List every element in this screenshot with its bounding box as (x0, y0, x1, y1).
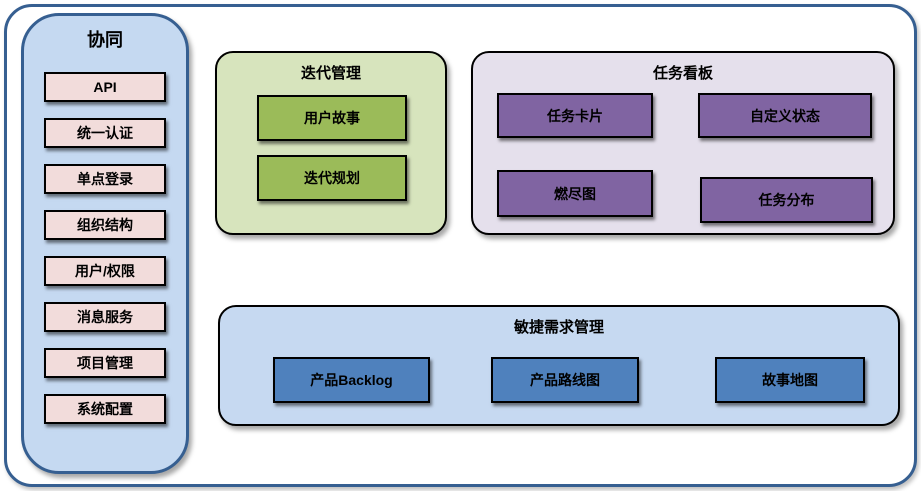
task-kanban-panel: 任务看板 任务卡片 自定义状态 燃尽图 任务分布 (471, 51, 895, 235)
kanban-item-custom-status: 自定义状态 (698, 93, 872, 138)
requirements-item-product-backlog: 产品Backlog (273, 357, 430, 403)
iteration-item-user-stories: 用户故事 (257, 95, 407, 141)
sidebar-item-sso: 单点登录 (44, 164, 166, 194)
kanban-item-task-distribution: 任务分布 (700, 177, 873, 223)
sidebar-items: API 统一认证 单点登录 组织结构 用户/权限 消息服务 项目管理 系统配置 (44, 72, 166, 424)
agile-requirements-panel: 敏捷需求管理 产品Backlog 产品路线图 故事地图 (218, 305, 900, 426)
diagram-frame: 协同 API 统一认证 单点登录 组织结构 用户/权限 消息服务 项目管理 系统… (4, 4, 917, 487)
sidebar-title: 协同 (87, 30, 123, 50)
task-kanban-title: 任务看板 (652, 65, 713, 82)
sidebar-item-message-service: 消息服务 (44, 302, 166, 332)
sidebar-item-api: API (44, 72, 166, 102)
kanban-item-burndown-chart: 燃尽图 (497, 170, 653, 217)
sidebar-item-unified-auth: 统一认证 (44, 118, 166, 148)
sidebar-collaboration-panel: 协同 API 统一认证 单点登录 组织结构 用户/权限 消息服务 项目管理 系统… (21, 13, 189, 474)
kanban-item-task-cards: 任务卡片 (497, 93, 653, 138)
sidebar-item-org-structure: 组织结构 (44, 210, 166, 240)
sidebar-item-project-management: 项目管理 (44, 348, 166, 378)
iteration-item-iteration-planning: 迭代规划 (257, 155, 407, 201)
iteration-management-panel: 迭代管理 用户故事 迭代规划 (215, 51, 447, 235)
iteration-management-title: 迭代管理 (300, 65, 361, 82)
requirements-item-story-map: 故事地图 (715, 357, 865, 403)
sidebar-item-user-permissions: 用户/权限 (44, 256, 166, 286)
agile-requirements-title: 敏捷需求管理 (513, 319, 604, 336)
sidebar-item-system-config: 系统配置 (44, 394, 166, 424)
requirements-item-product-roadmap: 产品路线图 (491, 357, 639, 403)
